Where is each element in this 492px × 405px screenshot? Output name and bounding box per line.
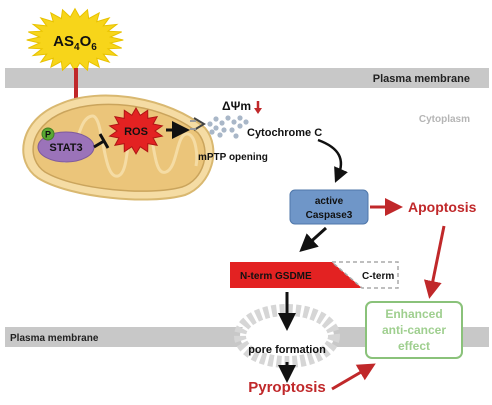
caspase3-line2: Caspase3 — [306, 210, 353, 221]
pyroptosis-label: Pyroptosis — [248, 379, 326, 396]
cytochrome-c-dot — [237, 115, 243, 121]
cytochrome-c-dot — [243, 119, 249, 125]
phospho-label: P — [45, 130, 51, 140]
cytochrome-c-dot — [229, 127, 235, 133]
stat3-ros-inhibition-bar — [98, 133, 110, 149]
plasma-membrane-top-label: Plasma membrane — [373, 73, 470, 85]
apoptosis-label: Apoptosis — [408, 199, 477, 215]
ros-burst: ROS — [108, 106, 164, 155]
caspase3-box — [289, 189, 369, 225]
n-term-gsdme-label: N-term GSDME — [240, 271, 312, 282]
cytochrome-c-dot — [217, 132, 223, 138]
caspase3-line1: active — [315, 196, 344, 207]
cytochrome-c-dot — [209, 129, 215, 135]
enhanced-effect-box — [365, 301, 463, 359]
phospho-badge — [41, 127, 55, 141]
enhanced-effect-line3: effect — [398, 339, 430, 353]
stat3-ros-inhibition-line — [93, 139, 105, 149]
pore-formation-label: pore formation — [248, 344, 326, 356]
cytochrome-c-dot — [219, 120, 225, 126]
delta-psi-label: ΔΨm — [222, 99, 251, 113]
cytochrome-c-label: Cytochrome C — [247, 127, 322, 139]
apoptosis-to-effect-arrow — [423, 225, 446, 299]
enhanced-effect-line1: Enhanced — [385, 307, 442, 321]
caspase-to-gsdme-arrow — [299, 226, 328, 253]
cytochrome-c-dot — [213, 125, 219, 131]
mptp-pore-icon — [193, 117, 206, 131]
pyroptosis-to-effect-arrow — [331, 363, 376, 391]
enhanced-effect-line2: anti-cancer — [382, 323, 446, 337]
cytochrome-c-dot — [231, 119, 237, 125]
stat3-label: STAT3 — [49, 142, 82, 154]
cytochrome-c-dot — [213, 116, 219, 122]
ros-label: ROS — [124, 126, 148, 138]
cytochrome-to-caspase-arrow — [317, 138, 348, 183]
plasma-membrane-bottom-label: Plasma membrane — [10, 333, 99, 344]
as4o6-label: AS4O6 — [53, 33, 97, 53]
c-term-fragment — [329, 261, 399, 289]
cytochrome-c-dot — [225, 115, 231, 121]
cytochrome-c-dot — [207, 121, 213, 127]
cytochrome-c-dot — [237, 123, 243, 129]
cytochrome-c-dots — [207, 115, 249, 139]
c-term-label: C-term — [362, 271, 394, 282]
cytochrome-c-dot — [233, 133, 239, 139]
n-term-gsdme-bar — [230, 262, 362, 288]
mptp-opening-label: mPTP opening — [198, 152, 268, 163]
cytoplasm-label: Cytoplasm — [419, 114, 470, 125]
cytochrome-c-dot — [221, 127, 227, 133]
as4o6-starburst: AS4O6 — [26, 7, 124, 73]
plasma-membrane-top — [5, 68, 489, 88]
